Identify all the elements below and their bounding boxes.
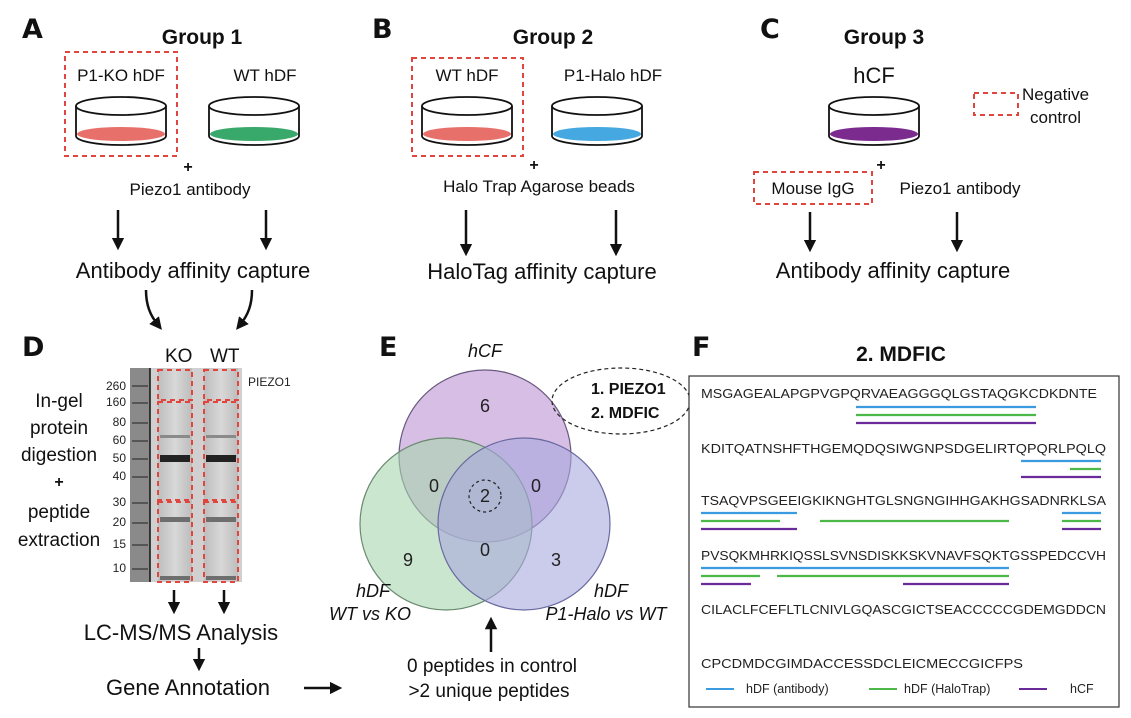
svg-text:60: 60 xyxy=(113,433,127,447)
venn-count-wtko-halo: 0 xyxy=(480,540,490,560)
svg-text:MSGAGEALAPGPVGPQRVAEAGGGQLGSTA: MSGAGEALAPGPVGPQRVAEAGGGQLGSTAQGKCDKDNTE xyxy=(701,386,1097,401)
group1-dish1-label: P1-KO hDF xyxy=(77,66,165,85)
venn-label-hdf1-line2: WT vs KO xyxy=(329,604,411,624)
group2-result: HaloTag affinity capture xyxy=(427,259,657,284)
panel-letter-c: C xyxy=(760,14,780,45)
legend-negative-line2: control xyxy=(1030,108,1081,127)
culture-dish-hcf xyxy=(828,96,920,146)
panel-f-title: 2. MDFIC xyxy=(856,343,946,366)
venn-label-hdf2-line1: hDF xyxy=(594,581,629,601)
panel-letter-d: D xyxy=(22,332,44,363)
culture-dish-wt xyxy=(208,96,300,146)
svg-text:160: 160 xyxy=(106,395,126,409)
svg-text:KDITQATNSHFTHGEMQDQSIWGNPSDGEL: KDITQATNSHFTHGEMQDQSIWGNPSDGELIRTQPQRLPQ… xyxy=(701,441,1106,456)
venn-count-wtko-only: 9 xyxy=(403,550,413,570)
legend-label-antibody: hDF (antibody) xyxy=(746,682,829,696)
venn-count-halo-only: 3 xyxy=(551,550,561,570)
svg-text:CILACLFCEFLTLCNIVLGQASCGICTSEA: CILACLFCEFLTLCNIVLGQASCGICTSEACCCCCGDEMG… xyxy=(701,602,1106,617)
arrow xyxy=(236,289,254,330)
gene-annotation-label: Gene Annotation xyxy=(106,675,270,700)
sequence-box xyxy=(688,375,1120,708)
venn-label-hdf1-line1: hDF xyxy=(356,581,391,601)
svg-text:+: + xyxy=(54,474,63,491)
venn-count-hcf-only: 6 xyxy=(480,396,490,416)
venn-diagram xyxy=(359,369,611,611)
criteria-line1: 0 peptides in control xyxy=(407,656,577,677)
peptide-coverage-lines xyxy=(701,405,1101,586)
venn-count-hcf-halo: 0 xyxy=(531,476,541,496)
culture-dish-halo xyxy=(551,96,643,146)
venn-label-hcf: hCF xyxy=(468,341,503,361)
venn-label-hdf2-line2: P1-Halo vs WT xyxy=(545,604,668,624)
panel-letter-f: F xyxy=(692,332,710,363)
svg-text:In-gel: In-gel xyxy=(35,391,83,412)
group1-result: Antibody affinity capture xyxy=(76,258,310,283)
group1-dish2-label: WT hDF xyxy=(234,66,297,85)
venn-count-center: 2 xyxy=(480,486,490,506)
venn-count-hcf-wtko: 0 xyxy=(429,476,439,496)
svg-text:peptide: peptide xyxy=(28,502,90,523)
svg-text:protein: protein xyxy=(30,418,88,439)
group2-title: Group 2 xyxy=(513,26,594,49)
svg-text:TSAQVPSGEEIGKIKNGHTGLSNGNGIHHG: TSAQVPSGEEIGKIKNGHTGLSNGNGIHHGAKHGSADNRK… xyxy=(701,493,1106,508)
mdfic-sequence: MSGAGEALAPGPVGPQRVAEAGGGQLGSTAQGKCDKDNTE… xyxy=(701,386,1106,671)
gel-band-heavy-chain xyxy=(160,455,190,462)
negative-control-box xyxy=(411,57,524,157)
group1-reagent: Piezo1 antibody xyxy=(130,180,251,199)
piezo1-band-label: PIEZO1 xyxy=(248,375,291,389)
legend-negative-line1: Negative xyxy=(1022,85,1089,104)
center-highlight-circle xyxy=(468,479,502,513)
svg-text:80: 80 xyxy=(113,415,127,429)
svg-text:digestion: digestion xyxy=(21,445,97,466)
svg-text:260: 260 xyxy=(106,379,126,393)
lane-label-ko: KO xyxy=(165,346,192,367)
hits-callout xyxy=(551,367,691,435)
plus-sign: + xyxy=(876,157,885,174)
negative-control-box xyxy=(753,171,873,205)
lcms-label: LC-MS/MS Analysis xyxy=(84,620,278,645)
group3-reagent: Piezo1 antibody xyxy=(900,179,1021,198)
criteria-line2: >2 unique peptides xyxy=(408,681,569,702)
group2-dish1-label: WT hDF xyxy=(436,66,499,85)
legend-label-hcf: hCF xyxy=(1070,682,1094,696)
svg-text:extraction: extraction xyxy=(18,530,100,551)
panel-letter-a: A xyxy=(22,14,43,45)
gel-band-heavy-chain xyxy=(206,455,236,462)
venn-circle-p1halo-vs-wt xyxy=(437,437,611,611)
group3-control-reagent: Mouse IgG xyxy=(771,179,854,198)
svg-text:15: 15 xyxy=(113,537,127,551)
culture-dish-ko xyxy=(75,96,167,146)
svg-text:20: 20 xyxy=(113,515,127,529)
hit-piezo1: 1. PIEZO1 xyxy=(591,381,666,398)
plus-sign: + xyxy=(183,159,192,176)
svg-text:10: 10 xyxy=(113,561,127,575)
group3-title: Group 3 xyxy=(844,26,925,49)
hit-mdfic: 2. MDFIC xyxy=(591,405,660,422)
sds-page-gel xyxy=(130,368,242,583)
svg-text:PVSQKMHRKIQSSLSVNSDISKKSKVNAVF: PVSQKMHRKIQSSLSVNSDISKKSKVNAVFSQKTGSSPED… xyxy=(701,548,1106,563)
svg-text:30: 30 xyxy=(113,495,127,509)
group1-title: Group 1 xyxy=(162,26,243,49)
legend-negative-swatch xyxy=(973,92,1019,116)
svg-text:50: 50 xyxy=(113,451,127,465)
legend-label-halotrap: hDF (HaloTrap) xyxy=(904,682,990,696)
group3-dish-label: hCF xyxy=(853,63,895,88)
culture-dish-wt xyxy=(421,96,513,146)
plus-sign: + xyxy=(529,157,538,174)
group2-dish2-label: P1-Halo hDF xyxy=(564,66,662,85)
svg-text:CPCDMDCGIMDACCESSDCLEICMECCGIC: CPCDMDCGIMDACCESSDCLEICMECCGICFPS xyxy=(701,656,1023,671)
process-description: In-gel protein digestion + peptide extra… xyxy=(18,391,100,551)
negative-control-box xyxy=(64,51,178,157)
panel-letter-b: B xyxy=(372,14,393,45)
coverage-legend: hDF (antibody) hDF (HaloTrap) hCF xyxy=(706,682,1094,696)
svg-text:40: 40 xyxy=(113,469,127,483)
panel-letter-e: E xyxy=(379,332,397,363)
lane-label-wt: WT xyxy=(210,346,240,367)
group3-result: Antibody affinity capture xyxy=(776,258,1010,283)
group2-reagent: Halo Trap Agarose beads xyxy=(443,177,635,196)
mw-ladder-labels: 260 160 80 60 50 40 30 20 15 10 xyxy=(106,379,126,575)
arrow xyxy=(144,289,162,330)
